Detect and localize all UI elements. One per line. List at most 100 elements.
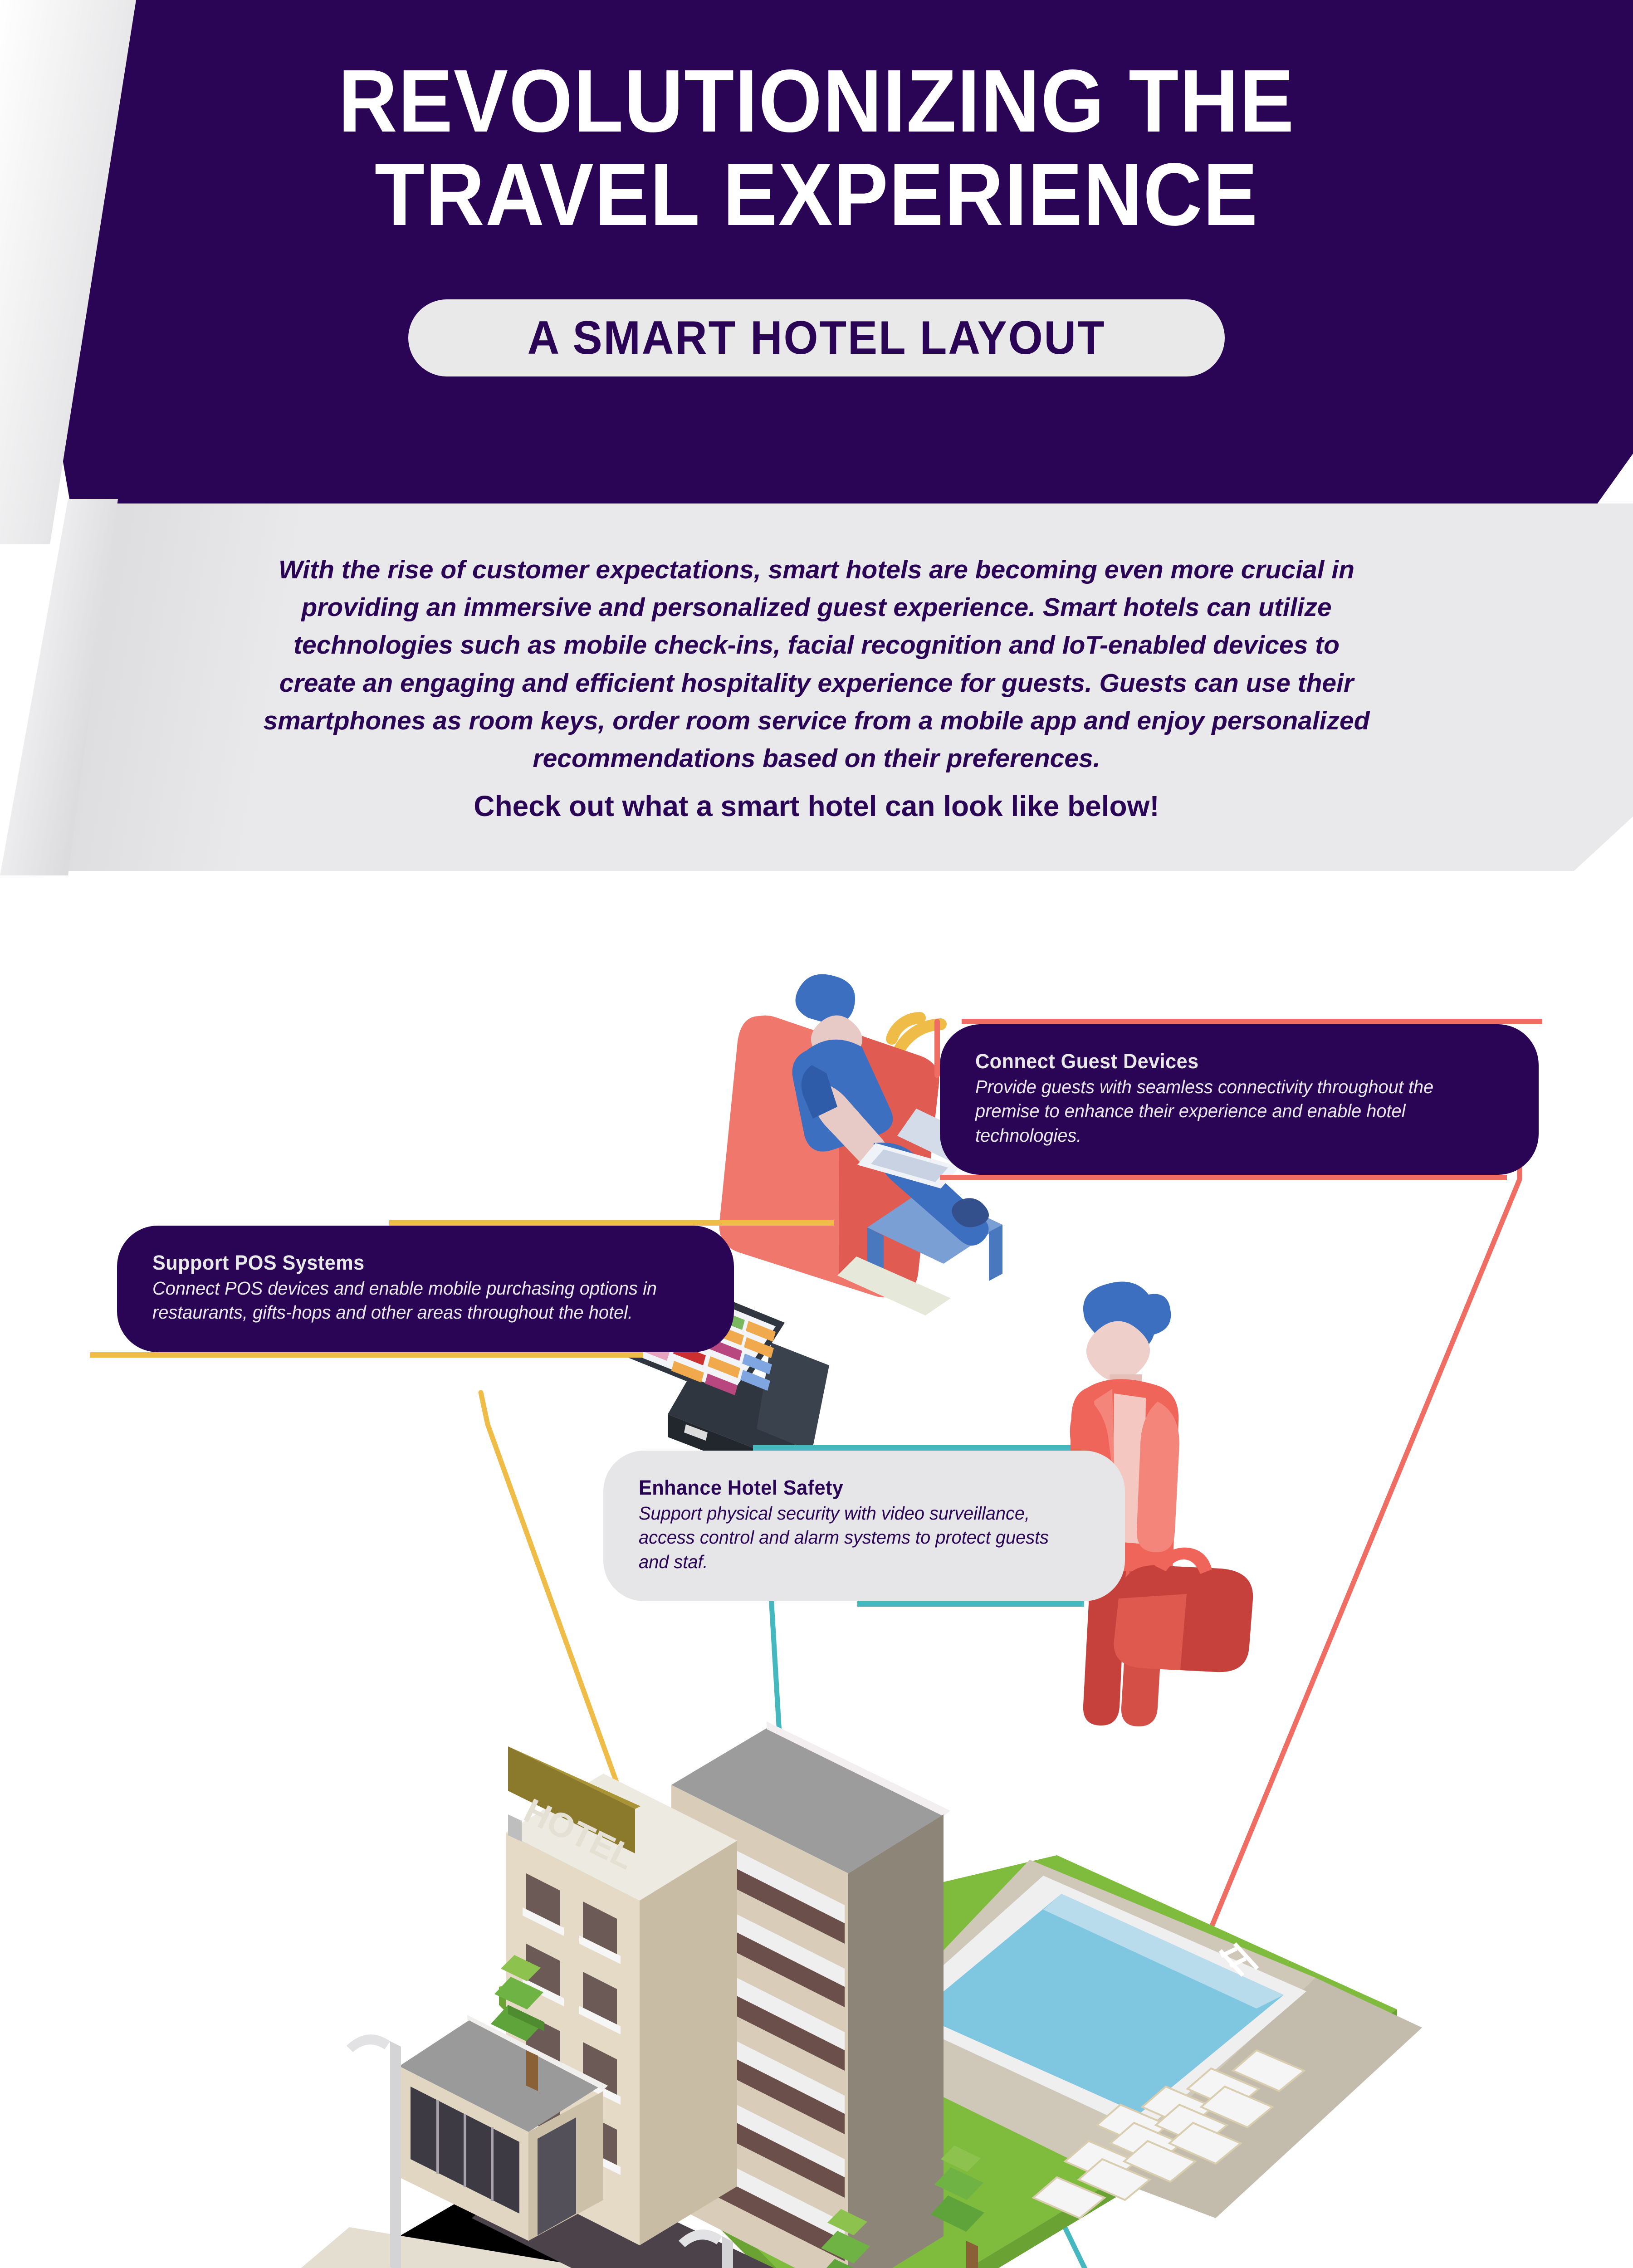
guest-sleeve [801,1065,837,1119]
page-title: REVOLUTIONIZING THE TRAVEL EXPERIENCE [65,54,1568,241]
callout-accent-top [753,1445,1071,1451]
armchair-shadow [838,1028,939,1293]
callout-description: Provide guests with seamless connectivit… [975,1076,1434,1146]
lobby-side [528,2091,603,2241]
front-block-windows-left [526,1873,617,2166]
intro-panel [27,503,1633,871]
callout-body: Support POS Systems Connect POS devices … [117,1226,734,1352]
title-line-2: TRAVEL EXPERIENCE [374,144,1259,244]
callout-title: Connect Guest Devices [975,1050,1199,1073]
front-block-right [640,1841,737,2245]
guest-hair [795,974,856,1025]
callout-connect-guest-devices[interactable]: Connect Guest Devices Provide guests wit… [934,1019,1542,1180]
callout-accent-left [934,1019,940,1078]
connector-connect-guest-devices [1177,1045,1522,2008]
pos-stand [757,1343,829,1452]
wifi-icon [883,1012,947,1080]
endpoint-voice-tech [591,2232,619,2260]
side-table-shadow [837,1256,951,1315]
callout-description: Connect POS devices and enable mobile pu… [152,1278,657,1323]
callout-accent-top [962,1019,1542,1024]
lobby-roof [399,2019,603,2132]
callout-body: Connect Guest Devices Provide guests wit… [940,1024,1539,1175]
subtitle-pill: A SMART HOTEL LAYOUT [408,299,1225,376]
hotel-sign-post [508,1814,522,1842]
lobby-front [399,2066,528,2241]
traveler-trousers-right [1121,1571,1166,1726]
guest-head [811,1015,863,1065]
pool-water-shallow [1043,1894,1284,2009]
street-lamp-right [679,2229,733,2268]
pool-ladder [1218,1942,1259,1977]
hotel-sign-panel-top [508,1746,640,1809]
front-block-left [506,1833,640,2245]
endpoint-connect-guest-devices [1164,1993,1193,2023]
traveler-hair [1083,1281,1171,1350]
endpoint-support-pos [668,1945,696,1974]
grass-lot [499,1855,1397,2268]
traveler-duffel-front [1114,1594,1187,1670]
tree-1 [491,1955,544,2091]
traveler-arm-right [1136,1402,1179,1553]
traveler-duffel-handle [1155,1547,1212,1574]
callout-enhance-hotel-safety[interactable]: Enhance Hotel Safety Support physical se… [603,1445,1125,1607]
title-line-1: REVOLUTIONIZING THE [338,51,1295,151]
callout-accent-bottom [90,1352,643,1358]
callout-support-pos-systems[interactable]: Support POS Systems Connect POS devices … [90,1220,834,1358]
tower-front [671,1785,848,2268]
pool-water [916,1894,1284,2114]
lobby-roof-lip [467,2015,608,2090]
traveler-head [1086,1321,1150,1382]
pool-deck [848,1860,1315,2177]
pool-lounge-chairs [1032,2049,1306,2219]
side-table-leg-l [867,1227,884,1284]
sidewalk [301,2227,594,2268]
grass-lot-edge2 [968,2009,1397,2268]
traveler-duffel-bag [1114,1565,1253,1672]
side-table-leg-r [989,1225,1002,1281]
hotel-sign-label: HOTEL [518,1791,640,1877]
endpoint-enhance-safety [772,1811,800,1839]
laptop-keyboard [871,1149,948,1182]
road [345,2173,664,2268]
armchair [719,1015,922,1298]
guest-torso [792,1039,893,1152]
side-table-top [867,1188,1002,1264]
front-block-roof [506,1774,737,1901]
lobby-glass-mullions [436,2100,494,2201]
traveler-neck [1110,1374,1142,1408]
intro-cta-text: Check out what a smart hotel can look li… [474,790,1159,822]
pool-deck-right [1107,1978,1422,2218]
tree-3 [821,2209,870,2268]
tower-roof [671,1728,944,1873]
guest-arm [813,1081,888,1167]
endpoint-collect-data [947,1997,975,2025]
connector-collect-data [959,2011,1088,2268]
callout-title: Support POS Systems [152,1251,365,1274]
callout-title: Enhance Hotel Safety [639,1476,844,1499]
tower-balconies [683,1823,845,2261]
pos-indicator [684,1424,708,1441]
street-lamp-left [347,2034,401,2268]
front-block-window-sills [523,1907,621,2175]
hotel-sign-panel-face [508,1746,635,1853]
callout-body: Enhance Hotel Safety Support physical se… [603,1451,1125,1601]
header-band [27,0,1633,517]
pool-deck-far [1030,1860,1422,2091]
tree-2 [931,2146,984,2268]
callout-accent-top [389,1220,834,1226]
connector-voice-tech [591,2243,606,2268]
callout-accent-bottom [857,1601,1084,1607]
intro-paragraph: With the rise of customer expectations, … [263,555,1370,773]
lobby-door [538,2117,576,2235]
callout-accent-bottom [940,1174,1507,1180]
road-surface [355,2263,389,2268]
tower-side [848,1814,944,2268]
parking-apron [472,2159,774,2268]
callout-description: Support physical security with video sur… [639,1503,1049,1572]
endpoint-mobile-checkin [704,2253,732,2268]
lobby-glass [411,2087,519,2214]
isometric-hotel-scene: HOTEL [301,1721,1422,2268]
pool-rim [889,1876,1306,2132]
